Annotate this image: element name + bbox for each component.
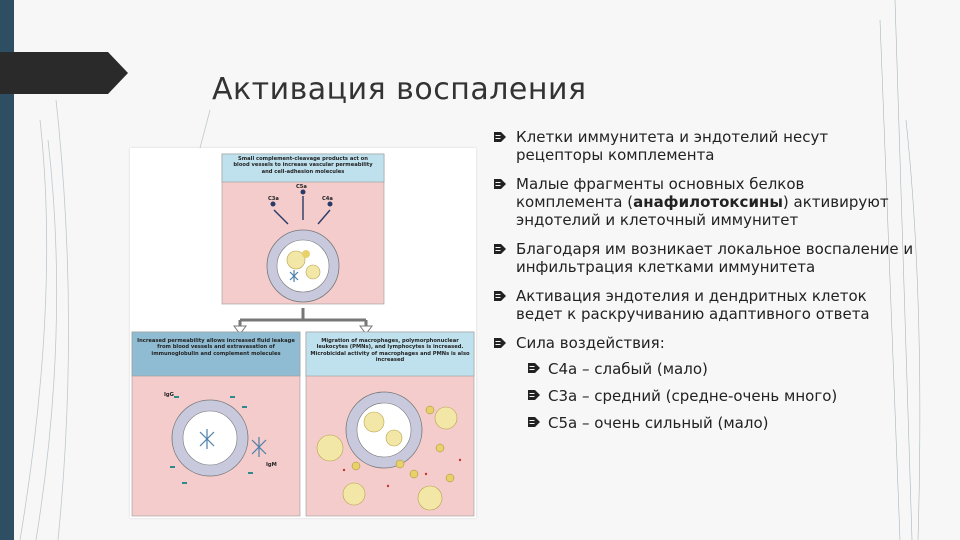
bullet-marker-icon: [528, 390, 540, 400]
sub-bullet-text: С4а – слабый (мало): [548, 360, 708, 378]
bullet-item: Сила воздействия: С4а – слабый (мало) С3…: [494, 334, 914, 432]
figure-label-igm: IgM: [266, 462, 277, 468]
figure-label-c5a: C5a: [296, 184, 307, 190]
bullet-marker-icon: [494, 291, 506, 301]
bullet-item: Клетки иммунитета и эндотелий несут реце…: [494, 128, 914, 164]
bullet-marker-icon: [494, 179, 506, 189]
bullet-item: Малые фрагменты основных белков комплеме…: [494, 175, 914, 229]
bullet-text-before: Малые фрагменты основных белков комплеме…: [516, 175, 805, 211]
title-arrow-marker: [0, 52, 128, 94]
bullet-item: Благодаря им возникает локальное воспале…: [494, 240, 914, 276]
figure-top-caption: Small complement-cleavage products act o…: [233, 156, 373, 175]
figure-label-c4a: C4a: [322, 196, 333, 202]
bullet-text: Малые фрагменты основных белков комплеме…: [516, 175, 914, 229]
slide-title: Активация воспаления: [212, 72, 587, 108]
left-sidebar-strip: [0, 0, 14, 540]
sub-bullet-item: С4а – слабый (мало): [528, 360, 914, 378]
sub-bullet-item: С5а – очень сильный (мало): [528, 414, 914, 432]
bullet-text: Благодаря им возникает локальное воспале…: [516, 240, 914, 276]
bullet-marker-icon: [528, 363, 540, 373]
sub-bullet-item: С3а – средний (средне-очень много): [528, 387, 914, 405]
bullet-marker-icon: [494, 338, 506, 348]
bullet-text-after: ) активируют эндотелий и клеточный иммун…: [516, 193, 889, 229]
bullet-text-bold: анафилотоксины: [633, 193, 783, 211]
sub-bullet-list: С4а – слабый (мало) С3а – средний (средн…: [516, 360, 914, 432]
sub-bullet-text: С5а – очень сильный (мало): [548, 414, 769, 432]
bullet-marker-icon: [494, 244, 506, 254]
figure-right-caption: Migration of macrophages, polymorphonucl…: [310, 338, 470, 364]
figure-illustration: [131, 153, 475, 517]
figure-label-igg: IgG: [164, 392, 174, 398]
complement-figure: Small complement-cleavage products act o…: [130, 148, 476, 518]
bullet-item: Активация эндотелия и дендритных клеток …: [494, 287, 914, 323]
figure-label-c3a: C3a: [268, 196, 279, 202]
figure-left-caption: Increased permeability allows increased …: [137, 338, 295, 357]
bullet-text: Клетки иммунитета и эндотелий несут реце…: [516, 128, 829, 164]
bullet-marker-icon: [494, 132, 506, 142]
sub-bullet-text: С3а – средний (средне-очень много): [548, 387, 838, 405]
bullet-text: Сила воздействия:: [516, 334, 665, 352]
bullet-list: Клетки иммунитета и эндотелий несут реце…: [494, 128, 914, 443]
bullet-text: Активация эндотелия и дендритных клеток …: [516, 287, 870, 323]
bullet-marker-icon: [528, 417, 540, 427]
